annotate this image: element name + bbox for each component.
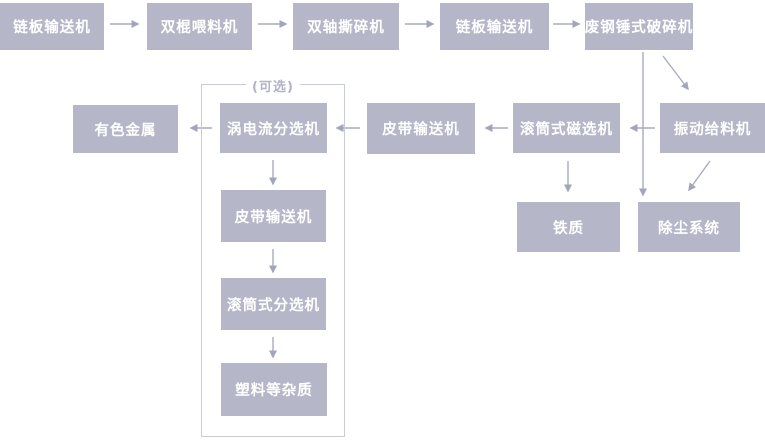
node-iron-material: 铁质 — [517, 202, 620, 252]
node-nonferrous-metal: 有色金属 — [73, 105, 178, 153]
node-vibrating-feeder: 振动给料机 — [660, 103, 765, 153]
optional-group-outline: (可选) — [201, 76, 345, 437]
node-double-roller-feeder: 双棍喂料机 — [147, 3, 252, 50]
node-double-shaft-shredder: 双轴撕碎机 — [293, 3, 399, 50]
node-scrap-steel-hammer-crusher: 废钢锤式破碎机 — [585, 3, 693, 50]
node-chain-plate-conveyor-1: 链板输送机 — [0, 3, 104, 50]
node-belt-conveyor-2: 皮带输送机 — [221, 190, 326, 242]
node-plastic-impurities: 塑料等杂质 — [221, 363, 327, 416]
arrow-crusher-to-vibrating-feeder — [662, 55, 689, 91]
node-eddy-current-separator: 涡电流分选机 — [220, 103, 327, 153]
node-dust-removal-system: 除尘系统 — [638, 202, 740, 252]
node-drum-magnetic-separator: 滚筒式磁选机 — [513, 103, 620, 153]
arrow-vibrating-to-dust-system — [688, 160, 711, 192]
node-belt-conveyor-1: 皮带输送机 — [367, 103, 475, 154]
node-drum-separator: 滚筒式分选机 — [221, 278, 326, 330]
optional-group-label: (可选) — [246, 76, 300, 95]
node-chain-plate-conveyor-2: 链板输送机 — [440, 3, 549, 50]
